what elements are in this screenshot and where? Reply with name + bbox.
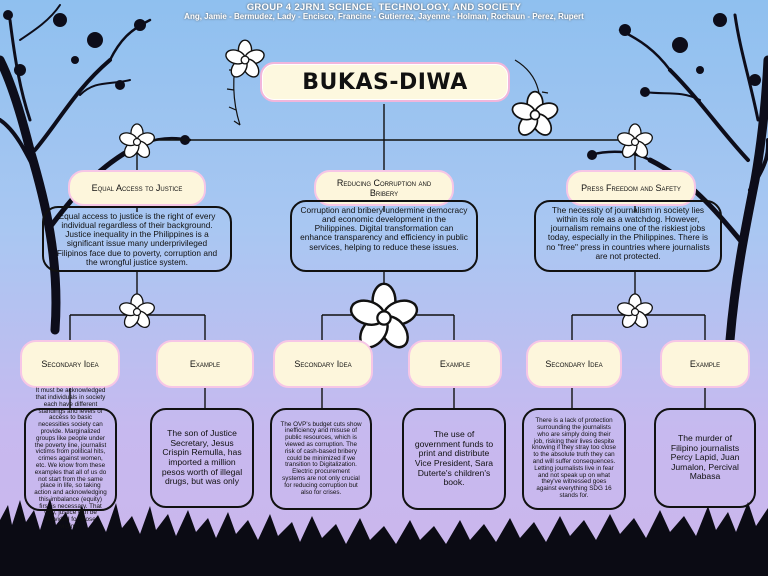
branch-1-heading-pill: Equal Access to Justice [68,170,206,206]
branch-2-secondary-text: The OVP's budget cuts show inefficiency … [270,408,372,510]
branch-3-example-pill: Example [660,340,750,388]
branch-2-example-label: Example [439,358,471,369]
members-list: Ang, Jamie - Bermudez, Lady - Encisco, F… [184,12,584,21]
branch-1-secondary-idea-pill: Secondary Idea [20,340,120,388]
branch-3-secondary-label: Secondary Idea [545,358,603,369]
left-tree-silhouette [0,4,192,335]
branch-1-secondary-label: Secondary Idea [41,358,99,369]
grass-silhouette [0,498,768,576]
page-title: BUKAS-DIWA [302,69,468,95]
branch-3-heading: Press Freedom and Safety [581,182,681,193]
branch-1-heading: Equal Access to Justice [91,182,183,193]
branch-2-secondary-label: Secondary Idea [294,358,352,369]
branch-3-secondary-idea-pill: Secondary Idea [526,340,622,388]
branch-1-example-text: The son of Justice Secretary, Jesus Cris… [150,408,254,508]
branch-3-secondary-text: There is a lack of protection surroundin… [522,408,626,510]
branch-3-example-label: Example [689,358,721,369]
central-title-card: BUKAS-DIWA [260,62,510,102]
right-tree-foliage [587,13,761,160]
branch-1-description: Equal access to justice is the right of … [42,206,232,272]
branch-1-example-label: Example [189,358,221,369]
branch-2-heading: Reducing Corruption and Bribery [336,177,432,198]
branch-2-description: Corruption and bribery undermine democra… [290,200,478,272]
group-heading: GROUP 4 2JRN1 SCIENCE, TECHNOLOGY, AND S… [246,2,522,13]
branch-2-example-text: The use of government funds to print and… [402,408,506,510]
branch-1-example-pill: Example [156,340,254,388]
left-tree-foliage [3,10,190,145]
branch-2-secondary-idea-pill: Secondary Idea [273,340,373,388]
branch-2-example-pill: Example [408,340,502,388]
branch-3-description: The necessity of journalism in society l… [534,200,722,272]
branch-3-example-text: The murder of Filipino journalists Percy… [654,408,756,508]
branch-1-secondary-text: It must be acknowledged that individuals… [24,387,117,530]
